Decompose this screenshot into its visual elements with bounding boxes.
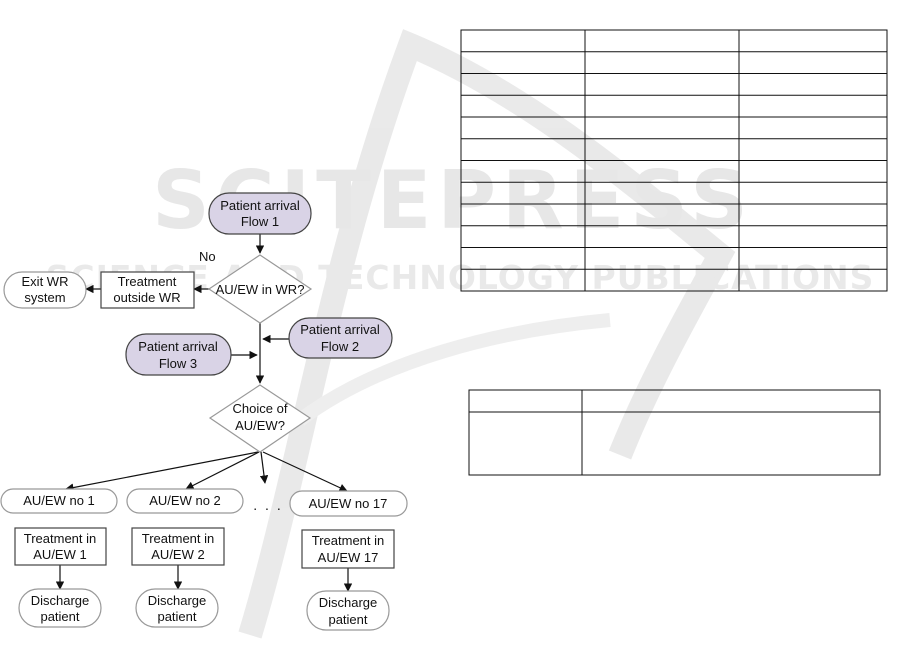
table-top (460, 29, 888, 292)
treatment-17-line1: Treatment in (312, 533, 385, 548)
node-unit-1: AU/EW no 1 (0, 488, 118, 514)
table-bottom (468, 389, 881, 476)
node-decision-in-wr: AU/EW in WR? (207, 254, 313, 324)
label-no: No (199, 249, 216, 264)
unit-17-text: AU/EW no 17 (309, 496, 388, 511)
node-arrival-flow3: Patient arrival Flow 3 (125, 333, 232, 376)
connectors (55, 234, 353, 592)
node-decision-choice: Choice of AU/EW? (208, 384, 312, 453)
node-discharge-1: Discharge patient (18, 588, 102, 628)
discharge-2-line2: patient (157, 609, 196, 624)
node-arrival-flow1: Patient arrival Flow 1 (208, 192, 312, 235)
treatment-2-line1: Treatment in (142, 531, 215, 546)
node-treatment-2: Treatment in AU/EW 2 (131, 527, 225, 566)
discharge-2-line1: Discharge (148, 593, 207, 608)
treatment-17-line2: AU/EW 17 (318, 550, 379, 565)
arrow-choice-to-ellipsis (259, 451, 269, 484)
arrival-flow1-line1: Patient arrival (220, 198, 300, 213)
decision-in-wr-text: AU/EW in WR? (216, 282, 305, 297)
decision-choice-line2: AU/EW? (235, 418, 285, 433)
node-treatment-outside: Treatment outside WR (100, 271, 195, 309)
arrival-flow1-line2: Flow 1 (241, 214, 279, 229)
arrow-choice-to-unit2 (185, 451, 260, 490)
node-discharge-17: Discharge patient (306, 590, 390, 631)
arrival-flow2-line1: Patient arrival (300, 322, 380, 337)
table-bottom-frame (468, 389, 881, 476)
arrow-choice-to-unit1 (65, 451, 259, 492)
node-treatment-1: Treatment in AU/EW 1 (14, 527, 107, 566)
arrival-flow3-line1: Patient arrival (138, 339, 218, 354)
node-treatment-17: Treatment in AU/EW 17 (301, 529, 395, 569)
unit-2-text: AU/EW no 2 (149, 493, 221, 508)
exit-wr-line1: Exit WR (22, 274, 69, 289)
ellipsis: . . . (253, 497, 282, 513)
node-unit-17: AU/EW no 17 (289, 490, 408, 517)
arrival-flow3-line2: Flow 3 (159, 356, 197, 371)
treatment-1-line1: Treatment in (24, 531, 97, 546)
discharge-17-line2: patient (328, 612, 367, 627)
treatment-1-line2: AU/EW 1 (33, 547, 86, 562)
arrival-flow2-line2: Flow 2 (321, 339, 359, 354)
decision-choice-line1: Choice of (233, 401, 288, 416)
node-arrival-flow2: Patient arrival Flow 2 (288, 317, 393, 359)
discharge-17-line1: Discharge (319, 595, 378, 610)
unit-1-text: AU/EW no 1 (23, 493, 95, 508)
node-exit-wr: Exit WR system (3, 271, 87, 309)
arrow-choice-to-unit17 (262, 451, 348, 492)
discharge-1-line1: Discharge (31, 593, 90, 608)
node-unit-2: AU/EW no 2 (126, 488, 244, 514)
treatment-outside-line1: Treatment (118, 274, 177, 289)
exit-wr-line2: system (24, 290, 65, 305)
watermark-swoosh-inner (295, 313, 611, 426)
node-discharge-2: Discharge patient (135, 588, 219, 628)
treatment-outside-line2: outside WR (113, 290, 180, 305)
treatment-2-line2: AU/EW 2 (151, 547, 204, 562)
discharge-1-line2: patient (40, 609, 79, 624)
